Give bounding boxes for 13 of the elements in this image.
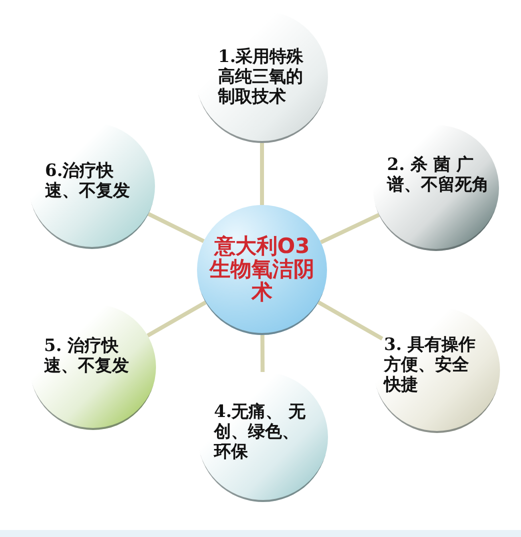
node-text: 5. 治疗快速、不复发 <box>44 336 130 376</box>
connector-line <box>260 143 264 205</box>
connector-line <box>260 334 265 372</box>
connector-line <box>146 300 207 338</box>
node-text: 4.无痛、 无创、绿色、环保 <box>214 402 307 462</box>
connector-line <box>320 213 380 244</box>
connector-line <box>317 300 384 340</box>
connector-line <box>148 212 205 243</box>
node-text: 1.采用特殊高纯三氧的制取技术 <box>218 47 305 107</box>
node-text: 2. 杀 菌 广谱、不留死角 <box>387 155 490 195</box>
node-text: 6.治疗快速、不复发 <box>45 161 131 201</box>
node-text: 3. 具有操作方便、安全快捷 <box>384 335 477 395</box>
title-text: 意大利O3生物氧洁阴术 <box>208 235 316 304</box>
